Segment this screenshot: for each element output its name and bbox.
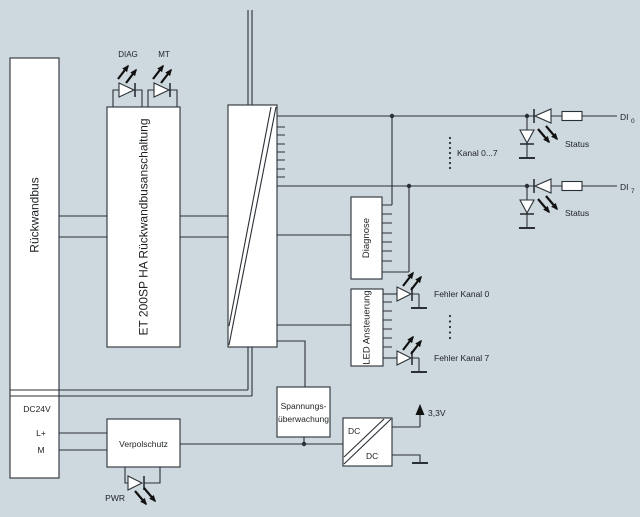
error-led0-arrows-icon [402, 271, 422, 291]
pwr-led: PWR [105, 467, 161, 506]
channel-di0: DI 0 Status [389, 108, 635, 159]
error-led7-arrows-icon [402, 335, 422, 355]
channel-lines [277, 115, 617, 387]
interface-label: ET 200SP HA Rückwandbusanschaltung [137, 118, 151, 335]
backplane-bus-label: Rückwandbus [28, 177, 42, 252]
channel-range-note: Kanal 0...7 [448, 136, 498, 170]
mt-led-arrows-icon [152, 64, 172, 84]
diagnose-label: Diagnose [361, 218, 372, 258]
error-leds-ellipsis [448, 314, 452, 340]
dc24v-label: DC24V [23, 404, 51, 414]
led-control-box: LED Ansteuerung [350, 288, 392, 367]
di7-subscript: 7 [631, 188, 635, 195]
rail-33v-label: 3,3V [428, 408, 446, 418]
terminal-m-label: M [37, 445, 44, 455]
terminal-lplus-label: L+ [36, 428, 46, 438]
led-control-label: LED Ansteuerung [362, 290, 373, 364]
interface-box: ET 200SP HA Rückwandbusanschaltung [106, 106, 181, 348]
diag-led-arrows-icon [117, 64, 137, 84]
reverse-polarity-box: Verpolschutz [106, 418, 181, 468]
status0-label: Status [565, 139, 589, 149]
error-led-channel7: Fehler Kanal 7 [383, 335, 490, 373]
dcdc-converter-box: DC DC 3,3V [342, 404, 446, 467]
error-led-channel0: Fehler Kanal 0 [383, 271, 490, 309]
di0-label: DI [620, 112, 629, 122]
diag-led-label: DIAG [118, 50, 138, 59]
dcdc-out-label: DC [366, 451, 378, 461]
pwr-led-arrows-icon [134, 487, 156, 506]
diag-led: DIAG [112, 50, 143, 107]
mt-led-label: MT [158, 50, 170, 59]
power-wires [59, 432, 343, 451]
di7-label: DI [620, 182, 629, 192]
voltage-monitor-line2: überwachung [278, 414, 329, 424]
backplane-bus-box: Rückwandbus DC24V L+ M [9, 57, 60, 479]
status7-label: Status [565, 208, 589, 218]
dcdc-in-label: DC [348, 426, 360, 436]
diagnose-box: Diagnose [350, 116, 410, 280]
status7-arrows-icon [537, 195, 558, 214]
di0-subscript: 0 [631, 118, 635, 125]
voltage-monitor-box: Spannungs- überwachung [276, 386, 331, 438]
status0-arrows-icon [537, 125, 558, 144]
isolation-barrier-box [227, 104, 278, 348]
error-channel0-label: Fehler Kanal 0 [434, 289, 490, 299]
pwr-led-label: PWR [105, 493, 125, 503]
verpolschutz-label: Verpolschutz [119, 439, 168, 449]
backplane-bus-wires [10, 10, 253, 397]
channel-di7: DI 7 Status [406, 178, 635, 229]
channel-range-label: Kanal 0...7 [457, 148, 498, 158]
voltage-monitor-line1: Spannungs- [281, 401, 327, 411]
error-channel7-label: Fehler Kanal 7 [434, 353, 490, 363]
mt-led: MT [147, 50, 178, 107]
